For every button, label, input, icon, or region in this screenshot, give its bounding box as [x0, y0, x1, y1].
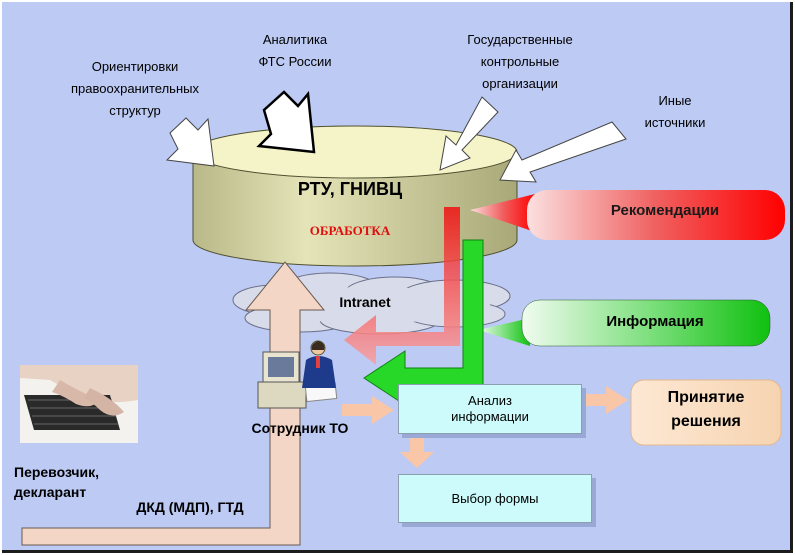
source-law-enforcement: Ориентировки правоохранительных структур [71, 59, 199, 118]
officer-label: Сотрудник ТО [251, 420, 349, 436]
decision-box-shape [630, 379, 782, 446]
cylinder-subtitle: ОБРАБОТКА [309, 223, 391, 238]
source-state-control: Государственные контрольные организации [467, 32, 573, 91]
source-arrow-law [165, 117, 215, 167]
source-arrow-other [499, 121, 627, 183]
form-choice-box: Выбор формы [398, 474, 592, 523]
source-arrow-fts [256, 90, 316, 154]
source-arrow-state [439, 96, 499, 171]
flow-arrow-analysis-to-form [400, 432, 434, 468]
flow-arrow-officer-to-analysis [342, 396, 394, 424]
decision-label: Принятие решения [667, 389, 745, 430]
source-fts-analytics: Аналитика ФТС России [258, 32, 332, 69]
flow-arrow-analysis-to-decision [586, 386, 628, 414]
carrier-photo [20, 365, 138, 443]
carrier-label: Перевозчик, декларант [14, 464, 100, 500]
source-other: Иные источники [644, 93, 706, 130]
intranet-label: Intranet [339, 294, 391, 310]
upload-arrow [21, 261, 326, 546]
recommendations-label: Рекомендации [610, 202, 720, 219]
cylinder-title: РТУ, ГНИВЦ [297, 179, 403, 199]
analysis-box: Анализ информации [398, 384, 582, 434]
officer-icon [257, 340, 338, 409]
red-down-arrow [344, 207, 460, 365]
information-callout [478, 299, 771, 347]
documents-label: ДКД (МДП), ГТД [136, 499, 244, 515]
recommendations-callout [470, 190, 785, 240]
information-label: Информация [606, 313, 704, 330]
green-down-arrow [363, 239, 484, 406]
